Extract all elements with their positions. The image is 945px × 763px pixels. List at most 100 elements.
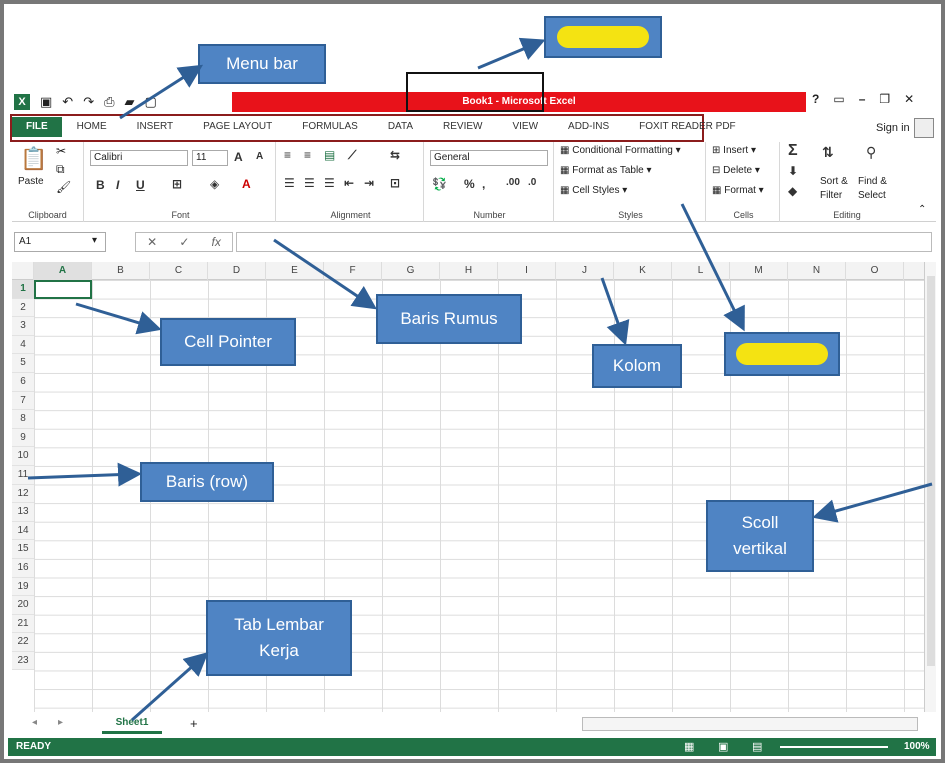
row-header[interactable]: 1	[12, 280, 34, 299]
column-header-e[interactable]: E	[266, 262, 324, 280]
undo-icon[interactable]: ↶	[62, 94, 74, 109]
tab-formulas[interactable]: FORMULAS	[302, 121, 358, 132]
tab-insert[interactable]: INSERT	[136, 121, 174, 132]
row-header[interactable]: 9	[12, 428, 34, 448]
select-label[interactable]: Select	[858, 190, 886, 201]
column-header-h[interactable]: H	[440, 262, 498, 280]
collapse-ribbon-icon[interactable]: ⌃	[918, 204, 927, 215]
row-header[interactable]: 16	[12, 558, 34, 578]
clear-icon[interactable]: ◆	[788, 184, 798, 198]
row-header[interactable]: 21	[12, 614, 34, 634]
scroll-thumb[interactable]	[927, 276, 935, 666]
column-header-f[interactable]: F	[324, 262, 382, 280]
column-header-l[interactable]: L	[672, 262, 730, 280]
column-header-m[interactable]: M	[730, 262, 788, 280]
format-painter-icon[interactable]: 🖌	[56, 180, 72, 194]
formula-input[interactable]	[236, 232, 932, 252]
borders-icon[interactable]: ⊞	[172, 177, 183, 191]
column-header-i[interactable]: I	[498, 262, 556, 280]
align-center-icon[interactable]: ☰	[304, 176, 315, 190]
row-header[interactable]: 12	[12, 484, 34, 504]
restore-icon[interactable]: ❐	[879, 92, 891, 106]
row-header[interactable]: 20	[12, 596, 34, 615]
align-middle-icon[interactable]: ≡	[304, 148, 312, 162]
column-header-j[interactable]: J	[556, 262, 614, 280]
name-box[interactable]: A1	[14, 232, 106, 252]
underline-button[interactable]: U	[136, 178, 145, 192]
comma-style-icon[interactable]: ,	[482, 177, 486, 191]
cut-icon[interactable]: ✂	[56, 144, 67, 158]
tab-foxit-reader-pdf[interactable]: FOXIT READER PDF	[639, 121, 736, 132]
paste-button[interactable]: Paste	[18, 176, 44, 187]
row-header[interactable]: 3	[12, 317, 34, 336]
column-header-n[interactable]: N	[788, 262, 846, 280]
percent-style-button[interactable]: %	[464, 177, 475, 191]
tab-view[interactable]: VIEW	[512, 121, 539, 132]
tab-review[interactable]: REVIEW	[443, 121, 483, 132]
enter-icon[interactable]: ✓	[179, 235, 190, 249]
format-cells-button[interactable]: ▦ Format ▾	[712, 185, 764, 196]
filter-label[interactable]: Filter	[820, 190, 843, 201]
tab-data[interactable]: DATA	[387, 121, 414, 132]
delete-cells-button[interactable]: ⊟ Delete ▾	[712, 165, 760, 176]
fill-color-icon[interactable]: ◈	[210, 177, 220, 191]
row-header[interactable]: 4	[12, 335, 34, 355]
column-header-b[interactable]: B	[92, 262, 150, 280]
italic-button[interactable]: I	[116, 178, 120, 192]
font-size-select[interactable]: 11	[192, 150, 228, 166]
next-sheet-icon[interactable]: ▸	[58, 717, 64, 728]
paste-icon[interactable]: 📋	[20, 146, 48, 171]
cancel-icon[interactable]: ✕	[147, 235, 158, 249]
insert-cells-button[interactable]: ⊞ Insert ▾	[712, 145, 756, 156]
column-header-k[interactable]: K	[614, 262, 672, 280]
row-header[interactable]: 2	[12, 298, 34, 318]
font-name-select[interactable]: Calibri	[90, 150, 188, 166]
zoom-level[interactable]: 100%	[904, 741, 930, 752]
row-header[interactable]: 10	[12, 447, 34, 466]
grow-font-icon[interactable]: A	[234, 150, 243, 164]
fill-icon[interactable]: ⬇	[788, 164, 799, 178]
column-header-d[interactable]: D	[208, 262, 266, 280]
name-box-dropdown-icon[interactable]: ▾	[92, 235, 98, 246]
page-break-view-icon[interactable]: ▤	[752, 741, 763, 753]
conditional-formatting-button[interactable]: ▦ Conditional Formatting ▾	[560, 145, 681, 156]
minimize-icon[interactable]: –	[858, 92, 866, 106]
shrink-font-icon[interactable]: A	[256, 151, 264, 162]
tab-file[interactable]: FILE	[12, 117, 62, 137]
page-layout-view-icon[interactable]: ▣	[718, 741, 729, 753]
zoom-slider[interactable]	[780, 746, 888, 748]
add-sheet-button[interactable]: +	[190, 716, 198, 731]
save-icon[interactable]: ▣	[40, 94, 53, 109]
decrease-decimal-icon[interactable]: .0	[528, 177, 537, 188]
cell-pointer[interactable]	[34, 280, 92, 299]
open-folder-icon[interactable]: ▰	[124, 94, 135, 109]
copy-icon[interactable]: ⧉	[56, 162, 65, 176]
row-header[interactable]: 5	[12, 354, 34, 373]
column-header-c[interactable]: C	[150, 262, 208, 280]
ribbon-display-icon[interactable]: ▭	[833, 92, 845, 106]
align-left-icon[interactable]: ☰	[284, 176, 295, 190]
accounting-format-icon[interactable]: 💱	[432, 177, 447, 191]
row-header[interactable]: 7	[12, 391, 34, 411]
autosum-icon[interactable]: Σ	[788, 142, 798, 159]
row-header[interactable]: 11	[12, 465, 34, 485]
row-header[interactable]: 22	[12, 633, 34, 652]
font-color-icon[interactable]: A	[242, 177, 251, 191]
sign-in[interactable]: Sign in	[876, 118, 934, 138]
tab-page-layout[interactable]: PAGE LAYOUT	[203, 121, 273, 132]
insert-function-button[interactable]: fx	[211, 235, 221, 249]
cell-styles-button[interactable]: ▦ Cell Styles ▾	[560, 185, 628, 196]
row-header[interactable]: 14	[12, 521, 34, 541]
select-all-corner[interactable]	[12, 262, 34, 280]
row-header[interactable]: 6	[12, 372, 34, 392]
new-file-icon[interactable]: ▢	[144, 94, 157, 109]
tab-add-ins[interactable]: ADD-INS	[568, 121, 610, 132]
row-header[interactable]: 8	[12, 410, 34, 429]
prev-sheet-icon[interactable]: ◂	[32, 717, 38, 728]
column-header-a[interactable]: A	[34, 262, 92, 280]
align-top-icon[interactable]: ≡	[284, 148, 292, 162]
number-format-select[interactable]: General	[430, 150, 548, 166]
wrap-text-icon[interactable]: ⇆	[390, 148, 401, 162]
merge-center-icon[interactable]: ⊡	[390, 176, 401, 190]
row-header[interactable]: 19	[12, 577, 34, 597]
